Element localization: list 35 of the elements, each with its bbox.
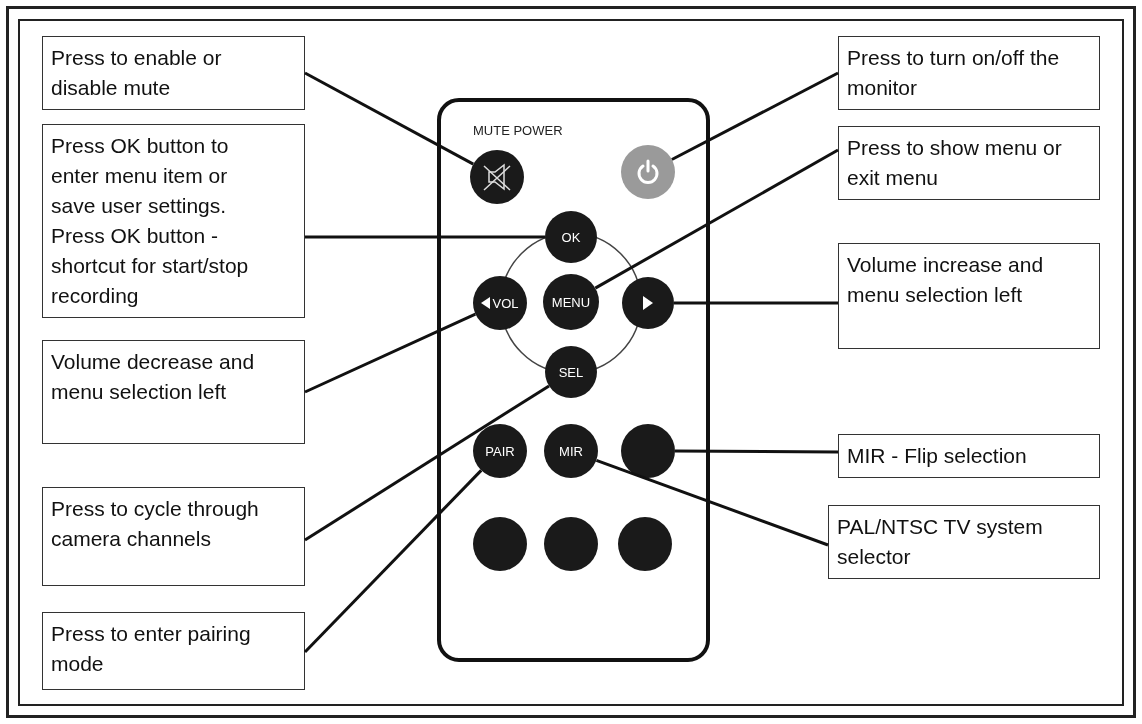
callout-text: Volume decrease and menu selection left [42,340,305,444]
callout-text: MIR - Flip selection [838,434,1100,478]
remote-button [621,424,675,478]
remote-button [622,277,674,329]
leader-line [671,71,839,161]
callout-text: Press OK button to enter menu item or save user settings. Press OK button - shortcut for start/stop recording [42,124,305,318]
leader-line [594,148,839,290]
callout-text: Press to enter pairing mode [42,612,305,690]
remote-button: SEL [545,346,597,398]
callout-text: PAL/NTSC TV system selector [828,505,1100,579]
remote-button [470,150,524,204]
leader-line [674,301,838,305]
remote-button: OK [545,211,597,263]
leader-line [675,449,838,454]
callout-text: Volume increase and menu selection left [838,243,1100,349]
callout-text: Press to show menu or exit menu [838,126,1100,200]
remote-button [618,517,672,571]
remote-button [544,517,598,571]
callout-text: Press to enable or disable mute [42,36,305,110]
leader-line [304,312,477,394]
callout-text: Press to cycle through camera channels [42,487,305,586]
remote-button: PAIR [473,424,527,478]
button-caption: MUTE POWER [473,123,563,138]
leader-line [304,384,550,542]
leader-line [595,458,829,547]
remote-button: MIR [544,424,598,478]
remote-control-body [437,98,710,662]
leader-line [305,235,545,239]
leader-line [303,469,483,654]
remote-button [473,517,527,571]
leader-line [304,71,474,166]
remote-button [621,145,675,199]
remote-button: VOL [473,276,527,330]
callout-text: Press to turn on/off the monitor [838,36,1100,110]
remote-button: MENU [543,274,599,330]
